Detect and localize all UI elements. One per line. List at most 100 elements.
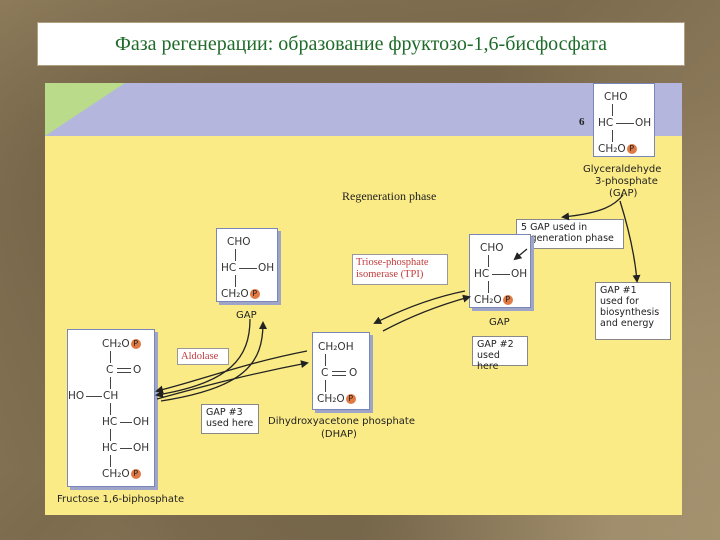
double-bond (332, 375, 346, 376)
fbp-hc-2: HC (102, 442, 118, 454)
top-gap-caption-2: 3-phosphate (595, 176, 658, 187)
bond (110, 455, 111, 467)
fbp-c: C (106, 364, 114, 376)
bond (616, 123, 634, 124)
note-gap3: GAP #3 used here (201, 404, 259, 434)
gap3-cho: CHO (227, 236, 251, 248)
bond (110, 351, 111, 363)
note-5gap-line1: 5 GAP used in (521, 222, 588, 233)
fbp-oh-1: OH (133, 416, 150, 428)
bond (86, 396, 102, 397)
arrow-fbp-to-gap3 (160, 321, 267, 402)
title-box: Фаза регенерации: образование фруктозо-1… (37, 22, 685, 66)
bond (612, 130, 613, 142)
note-gap2: GAP #2 used here (472, 336, 528, 372)
tpi-line2: isomerase (TPI) (356, 269, 424, 280)
bond (239, 268, 257, 269)
gap2-cho: CHO (480, 242, 504, 254)
dhap-c: C (321, 367, 329, 379)
top-gap-oh: OH (635, 117, 652, 129)
fbp-ho: HO (68, 390, 85, 402)
gap-count: 6 (579, 116, 585, 128)
gap2-caption: GAP (489, 317, 510, 328)
phosphate-icon: P (130, 339, 141, 349)
fbp-hc-1: HC (102, 416, 118, 428)
gap2-oh: OH (511, 268, 528, 280)
aldolase-enzyme-label: Aldolase (177, 348, 229, 365)
arrow-5gap-to-gap2 (513, 248, 528, 261)
tpi-enzyme-label: Triose-phosphate isomerase (TPI) (352, 254, 448, 285)
note-gap1-line3: biosynthesis (600, 307, 660, 318)
fbp-o: O (133, 364, 142, 376)
gap3-caption: GAP (236, 310, 257, 321)
gap3-oh: OH (258, 262, 275, 274)
note-gap2-line2: used here (477, 350, 500, 372)
note-gap3-line1: GAP #3 (206, 407, 243, 418)
bond (120, 422, 132, 423)
arrow-dhap-to-fbp (155, 350, 308, 394)
phosphate-icon: P (249, 289, 260, 299)
note-gap1-line2: used for (600, 296, 639, 307)
top-gap-hc: HC (598, 117, 614, 129)
aldolase-text: Aldolase (181, 351, 219, 362)
top-gap-caption-1: Glyceraldehyde (583, 164, 662, 175)
bond (325, 380, 326, 392)
dhap-caption-1: Dihydroxyacetone phosphate (268, 416, 416, 427)
tpi-line1: Triose-phosphate (356, 257, 429, 268)
arrow-to-5gap (561, 194, 624, 221)
header-band (45, 83, 682, 136)
note-gap1-line4: and energy (600, 318, 654, 329)
note-gap1-line1: GAP #1 (600, 285, 637, 296)
bond (488, 255, 489, 267)
note-5gap-line2: regeneration phase (521, 233, 614, 244)
dhap-caption-2: (DHAP) (321, 429, 357, 440)
gap3-hc: HC (221, 262, 237, 274)
bond (488, 281, 489, 293)
bond (110, 429, 111, 441)
dhap-ch2oh: CH₂OH (318, 341, 354, 353)
reaction-arrows (155, 194, 641, 402)
bond (612, 104, 613, 116)
fbp-oh-2: OH (133, 442, 150, 454)
note-gap3-line2: used here (206, 418, 254, 429)
arrow-tpi-reverse (382, 294, 471, 332)
top-gap-caption-3: (GAP) (609, 188, 638, 199)
bond (235, 275, 236, 287)
note-5gap: 5 GAP used in regeneration phase (516, 219, 624, 249)
arrow-gap3-to-fbp (155, 318, 251, 398)
bond (325, 354, 326, 366)
phosphate-icon: P (345, 394, 356, 404)
phase-label: Regeneration phase (342, 189, 437, 203)
phosphate-icon: P (130, 469, 141, 479)
bond (110, 403, 111, 415)
double-bond (332, 371, 346, 372)
fbp-caption: Fructose 1,6-biphosphate (57, 494, 185, 505)
dhap-o: O (349, 367, 358, 379)
double-bond (117, 372, 131, 373)
bond (492, 274, 510, 275)
note-gap2-line1: GAP #2 (477, 339, 514, 350)
bond (235, 249, 236, 261)
arrow-fbp-to-dhap (156, 360, 309, 400)
top-gap-cho: CHO (604, 91, 628, 103)
double-bond (117, 368, 131, 369)
phosphate-icon: P (502, 295, 513, 305)
note-gap1: GAP #1 used for biosynthesis and energy (595, 282, 671, 340)
arrow-to-gap1 (619, 200, 641, 283)
bond (110, 377, 111, 389)
gap2-hc: HC (474, 268, 490, 280)
fbp-ch: CH (103, 390, 119, 402)
arrow-tpi-forward (373, 290, 466, 324)
band-corner (45, 83, 125, 136)
